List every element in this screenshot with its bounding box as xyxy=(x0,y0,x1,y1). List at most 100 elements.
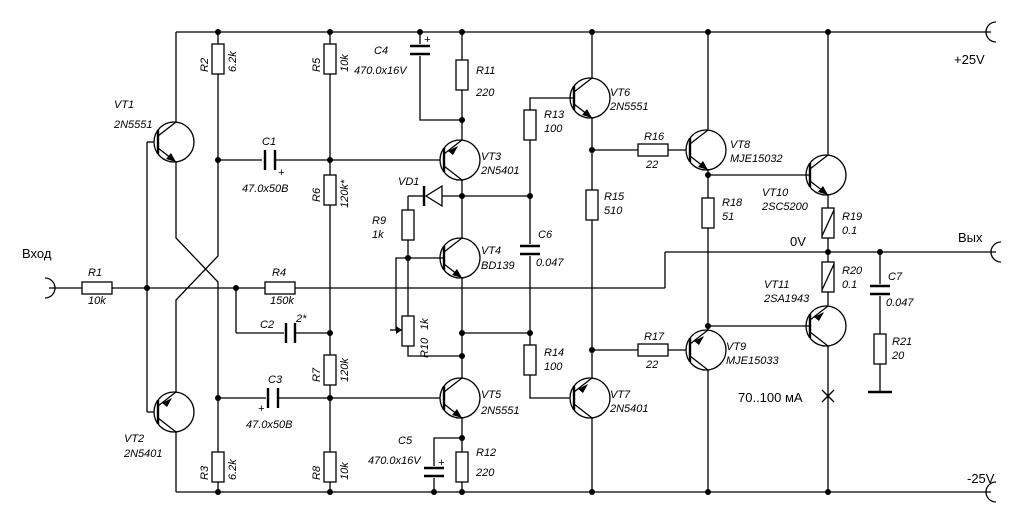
resistor-r17 xyxy=(637,343,669,357)
r5-value: 10k xyxy=(339,54,351,72)
junction-dot xyxy=(825,29,831,35)
resistor-r6 xyxy=(323,174,337,206)
vt5-label: VT5 xyxy=(481,389,502,401)
resistor-r8 xyxy=(323,451,337,483)
c2-label: C2 xyxy=(260,319,274,331)
junction-dot xyxy=(705,489,711,495)
junction-dot xyxy=(405,255,411,261)
current-measure-point xyxy=(821,389,835,403)
r9-label: R9 xyxy=(372,215,386,227)
transistor-vt8 xyxy=(685,129,727,171)
negative-rail: -25V xyxy=(176,471,997,503)
junction-dot xyxy=(459,353,465,359)
input-label: Вход xyxy=(22,246,52,261)
r15-value: 510 xyxy=(604,205,623,217)
resistor-r10 xyxy=(401,315,415,347)
transistor-vt6 xyxy=(569,77,611,119)
r10-value: 1k xyxy=(419,318,431,330)
vt6-type: 2N5551 xyxy=(609,101,649,113)
resistor-r9 xyxy=(401,209,415,241)
input-port: Вход xyxy=(22,246,56,299)
junction-dot xyxy=(825,489,831,495)
vt4-label: VT4 xyxy=(481,245,501,257)
transistor-vt10 xyxy=(805,154,847,196)
vt10-type: 2SC5200 xyxy=(761,201,809,213)
vt5-type: 2N5551 xyxy=(480,405,520,417)
junction-dot xyxy=(825,249,831,255)
vt10-label: VT10 xyxy=(762,187,789,199)
resistor-r4 xyxy=(264,281,296,295)
r4-label: R4 xyxy=(272,267,286,279)
r12-label: R12 xyxy=(476,447,496,459)
resistor-r15 xyxy=(585,189,599,221)
junction-dot xyxy=(327,29,333,35)
r1-value: 10k xyxy=(88,295,106,307)
r2-label: R2 xyxy=(199,58,211,72)
vd1-label: VD1 xyxy=(398,176,419,188)
resistor-r14 xyxy=(523,344,537,376)
junction-dot xyxy=(459,330,465,336)
negative-rail-label: -25V xyxy=(967,471,995,486)
diode-vd1 xyxy=(422,184,443,208)
r18-value: 51 xyxy=(722,211,734,223)
vt2-label: VT2 xyxy=(124,433,144,445)
transistor-vt9 xyxy=(685,329,727,371)
r6-value: 120k* xyxy=(339,179,351,208)
r9-value: 1k xyxy=(372,229,384,241)
junction-dot xyxy=(459,29,465,35)
resistor-r1 xyxy=(81,281,113,295)
resistor-r21 xyxy=(873,333,887,365)
junction-dot xyxy=(215,29,221,35)
junction-dot xyxy=(417,29,423,35)
transistor-vt5 xyxy=(439,377,481,419)
vt4-type: BD139 xyxy=(481,260,515,272)
resistor-r18 xyxy=(701,197,715,229)
vt8-type: MJE15032 xyxy=(730,153,783,165)
transistor-vt2 xyxy=(153,391,195,433)
r4-value: 150k xyxy=(270,295,294,307)
c1-plus: + xyxy=(278,167,285,179)
r3-label: R3 xyxy=(199,465,211,480)
r8-label: R8 xyxy=(311,465,323,480)
c2-value: 2* xyxy=(295,313,307,325)
vt3-type: 2N5401 xyxy=(480,165,520,177)
r15-label: R15 xyxy=(604,191,625,203)
positive-rail-label: +25V xyxy=(954,52,985,67)
r10-label: R10 xyxy=(419,337,431,358)
r17-label: R17 xyxy=(644,331,665,343)
junction-dot xyxy=(431,489,437,495)
transistor-vt11 xyxy=(805,305,847,347)
r20-label: R20 xyxy=(842,265,863,277)
r19-value: 0.1 xyxy=(842,225,857,237)
resistor-r13 xyxy=(523,109,537,141)
c5-value: 470.0x16V xyxy=(368,455,422,467)
vt2-type: 2N5401 xyxy=(123,448,163,460)
resistor-r12 xyxy=(455,451,469,483)
resistor-r2 xyxy=(211,43,225,75)
c5-label: C5 xyxy=(398,435,413,447)
junction-dot xyxy=(215,489,221,495)
r11-label: R11 xyxy=(476,65,495,77)
junction-dot xyxy=(705,29,711,35)
r14-value: 100 xyxy=(544,361,563,373)
junction-dot xyxy=(589,489,595,495)
vt6-label: VT6 xyxy=(610,87,631,99)
c6-label: C6 xyxy=(538,229,553,241)
r13-label: R13 xyxy=(544,109,565,121)
c7-label: C7 xyxy=(888,271,903,283)
c1-value: 47.0x50B xyxy=(242,183,288,195)
junction-dot xyxy=(327,489,333,495)
c4-plus: + xyxy=(424,34,431,46)
r1-label: R1 xyxy=(88,267,102,279)
junction-dot xyxy=(327,330,333,336)
transistor-vt7 xyxy=(569,377,611,419)
junction-dot xyxy=(589,29,595,35)
transistor-vt3 xyxy=(439,139,481,181)
r3-value: 6.2k xyxy=(227,459,239,480)
vt1-label: VT1 xyxy=(114,99,134,111)
vt7-label: VT7 xyxy=(610,389,631,401)
r16-label: R16 xyxy=(644,131,665,143)
r7-value: 120k xyxy=(339,358,351,382)
ground-node-label: 0V xyxy=(790,234,806,249)
bias-current-label: 70..100 мА xyxy=(738,390,803,405)
